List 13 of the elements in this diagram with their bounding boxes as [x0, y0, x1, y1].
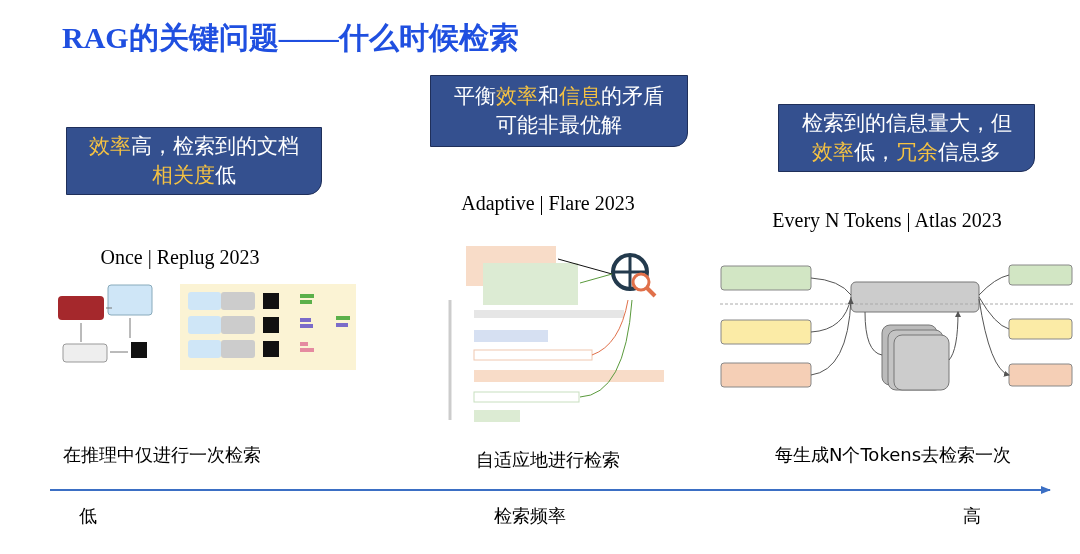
title: RAG的关键问题——什么时候检索 [62, 20, 519, 56]
caption: 每生成N个Tokens去检索一次 [774, 443, 1012, 467]
caption: 在推理中仅进行一次检索 [63, 443, 261, 467]
text-box: 效率高，检索到的文档相关度低 [66, 127, 322, 195]
axis-label: 检索频率 [494, 504, 566, 528]
caption: 自适应地进行检索 [476, 448, 620, 472]
text-box: 检索到的信息量大，但效率低，冗余信息多 [778, 104, 1035, 172]
axis-label: 高 [963, 504, 981, 528]
method-title: Adaptive | Flare 2023 [461, 192, 635, 215]
method-title: Once | Replug 2023 [100, 246, 260, 269]
text-box: 平衡效率和信息的矛盾可能非最优解 [430, 75, 688, 147]
axis-label: 低 [79, 504, 97, 528]
method-title: Every N Tokens | Atlas 2023 [772, 209, 1002, 232]
